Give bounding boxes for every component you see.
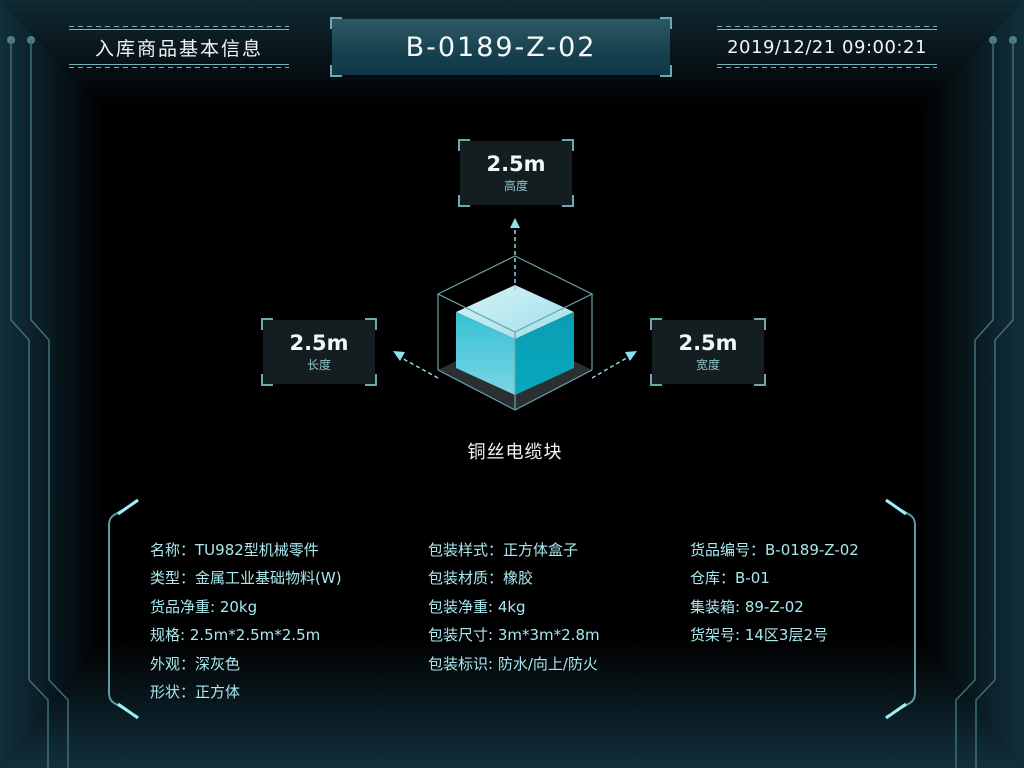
- info-label: 集装箱:: [690, 597, 745, 616]
- info-column-basic: 名称：TU982型机械零件 类型：金属工业基础物料(W) 货品净重: 20kg …: [150, 540, 342, 710]
- info-value: B-0189-Z-02: [765, 541, 859, 559]
- corner-bracket: [562, 139, 574, 151]
- info-value: 89-Z-02: [744, 597, 804, 616]
- info-column-storage: 货品编号：B-0189-Z-02 仓库：B-01 集装箱: 89-Z-02 货架…: [690, 540, 859, 654]
- length-label: 长度: [306, 358, 331, 372]
- info-label: 货品编号：: [690, 541, 766, 559]
- corner-bracket: [261, 318, 273, 330]
- height-value: 2.5m: [486, 152, 546, 176]
- goods-code: B-0189-Z-02: [405, 31, 597, 63]
- datetime-text: 2019/12/21 09:00:21: [727, 36, 927, 58]
- height-dimension-box: 2.5m 高度: [458, 139, 574, 207]
- info-row-pack-size: 包装尺寸: 3m*3m*2.8m: [428, 625, 600, 653]
- length-dimension-box: 2.5m 长度: [261, 318, 377, 386]
- info-row-shelf: 货架号: 14区3层2号: [690, 625, 859, 653]
- info-row-appearance: 外观：深灰色: [150, 654, 342, 682]
- info-label: 类型：: [150, 569, 196, 588]
- info-value: 橡胶: [503, 569, 534, 588]
- corner-bracket: [365, 318, 377, 330]
- corner-bracket: [261, 374, 273, 386]
- corner-bracket: [660, 65, 672, 77]
- info-value: 正方体: [195, 682, 241, 701]
- corner-bracket: [458, 195, 470, 207]
- info-label: 包装标识:: [428, 654, 498, 673]
- info-column-packaging: 包装样式：正方体盒子 包装材质：橡胶 包装净重: 4kg 包装尺寸: 3m*3m…: [428, 540, 600, 682]
- goods-code-banner: B-0189-Z-02: [330, 17, 672, 77]
- corner-bracket: [754, 374, 766, 386]
- info-value: 2.5m*2.5m*2.5m: [189, 626, 321, 645]
- info-label: 货架号:: [690, 626, 745, 645]
- corner-bracket: [458, 139, 470, 151]
- info-label: 包装样式：: [428, 541, 504, 559]
- info-row-pack-material: 包装材质：橡胶: [428, 568, 600, 596]
- info-row-pack-marks: 包装标识: 防水/向上/防火: [428, 654, 600, 682]
- width-value: 2.5m: [678, 331, 738, 355]
- info-row-name: 名称：TU982型机械零件: [150, 540, 342, 568]
- info-value: B-01: [735, 569, 770, 588]
- width-label: 宽度: [695, 358, 720, 372]
- info-value: 14区3层2号: [744, 626, 829, 645]
- info-value: TU982型机械零件: [195, 541, 319, 559]
- corner-bracket: [660, 17, 672, 29]
- info-value: 3m*3m*2.8m: [497, 626, 600, 645]
- info-row-container: 集装箱: 89-Z-02: [690, 597, 859, 625]
- page-title: 入库商品基本信息: [69, 26, 289, 68]
- arrow-up-icon: [510, 218, 520, 228]
- info-row-type: 类型：金属工业基础物料(W): [150, 568, 342, 596]
- info-value: 正方体盒子: [503, 541, 579, 559]
- info-row-pack-weight: 包装净重: 4kg: [428, 597, 600, 625]
- corner-bracket: [330, 65, 342, 77]
- info-row-net-weight: 货品净重: 20kg: [150, 597, 342, 625]
- datetime-display: 2019/12/21 09:00:21: [717, 26, 937, 68]
- info-value: 防水/向上/防火: [497, 654, 598, 673]
- info-row-goods-code: 货品编号：B-0189-Z-02: [690, 540, 859, 568]
- info-row-shape: 形状：正方体: [150, 682, 342, 710]
- length-value: 2.5m: [289, 331, 349, 355]
- width-dimension-box: 2.5m 宽度: [650, 318, 766, 386]
- info-label: 仓库：: [690, 569, 736, 588]
- arrow-right-icon: [625, 351, 637, 361]
- info-value: 深灰色: [195, 654, 241, 673]
- info-row-spec: 规格: 2.5m*2.5m*2.5m: [150, 625, 342, 653]
- corner-bracket: [650, 318, 662, 330]
- info-label: 包装尺寸:: [428, 626, 498, 645]
- info-label: 货品净重:: [150, 597, 220, 616]
- info-label: 名称：: [150, 541, 196, 559]
- info-panel-left-bracket: [108, 498, 139, 720]
- corner-bracket: [754, 318, 766, 330]
- info-label: 形状：: [150, 682, 196, 701]
- info-row-pack-style: 包装样式：正方体盒子: [428, 540, 600, 568]
- info-label: 外观：: [150, 654, 196, 673]
- corner-bracket: [330, 17, 342, 29]
- product-name: 铜丝电缆块: [467, 442, 563, 463]
- info-row-warehouse: 仓库：B-01: [690, 568, 859, 596]
- cube-illustration: [393, 218, 637, 411]
- height-label: 高度: [503, 179, 528, 193]
- info-label: 规格:: [150, 626, 190, 645]
- info-label: 包装材质：: [428, 569, 504, 588]
- arrow-left-icon: [393, 351, 405, 361]
- info-value: 金属工业基础物料(W): [195, 569, 342, 588]
- corner-bracket: [562, 195, 574, 207]
- info-value: 20kg: [219, 597, 258, 616]
- corner-bracket: [365, 374, 377, 386]
- info-panel-right-bracket: [885, 498, 916, 720]
- corner-bracket: [650, 374, 662, 386]
- page-title-text: 入库商品基本信息: [94, 37, 263, 60]
- info-value: 4kg: [497, 597, 526, 616]
- info-label: 包装净重:: [428, 597, 498, 616]
